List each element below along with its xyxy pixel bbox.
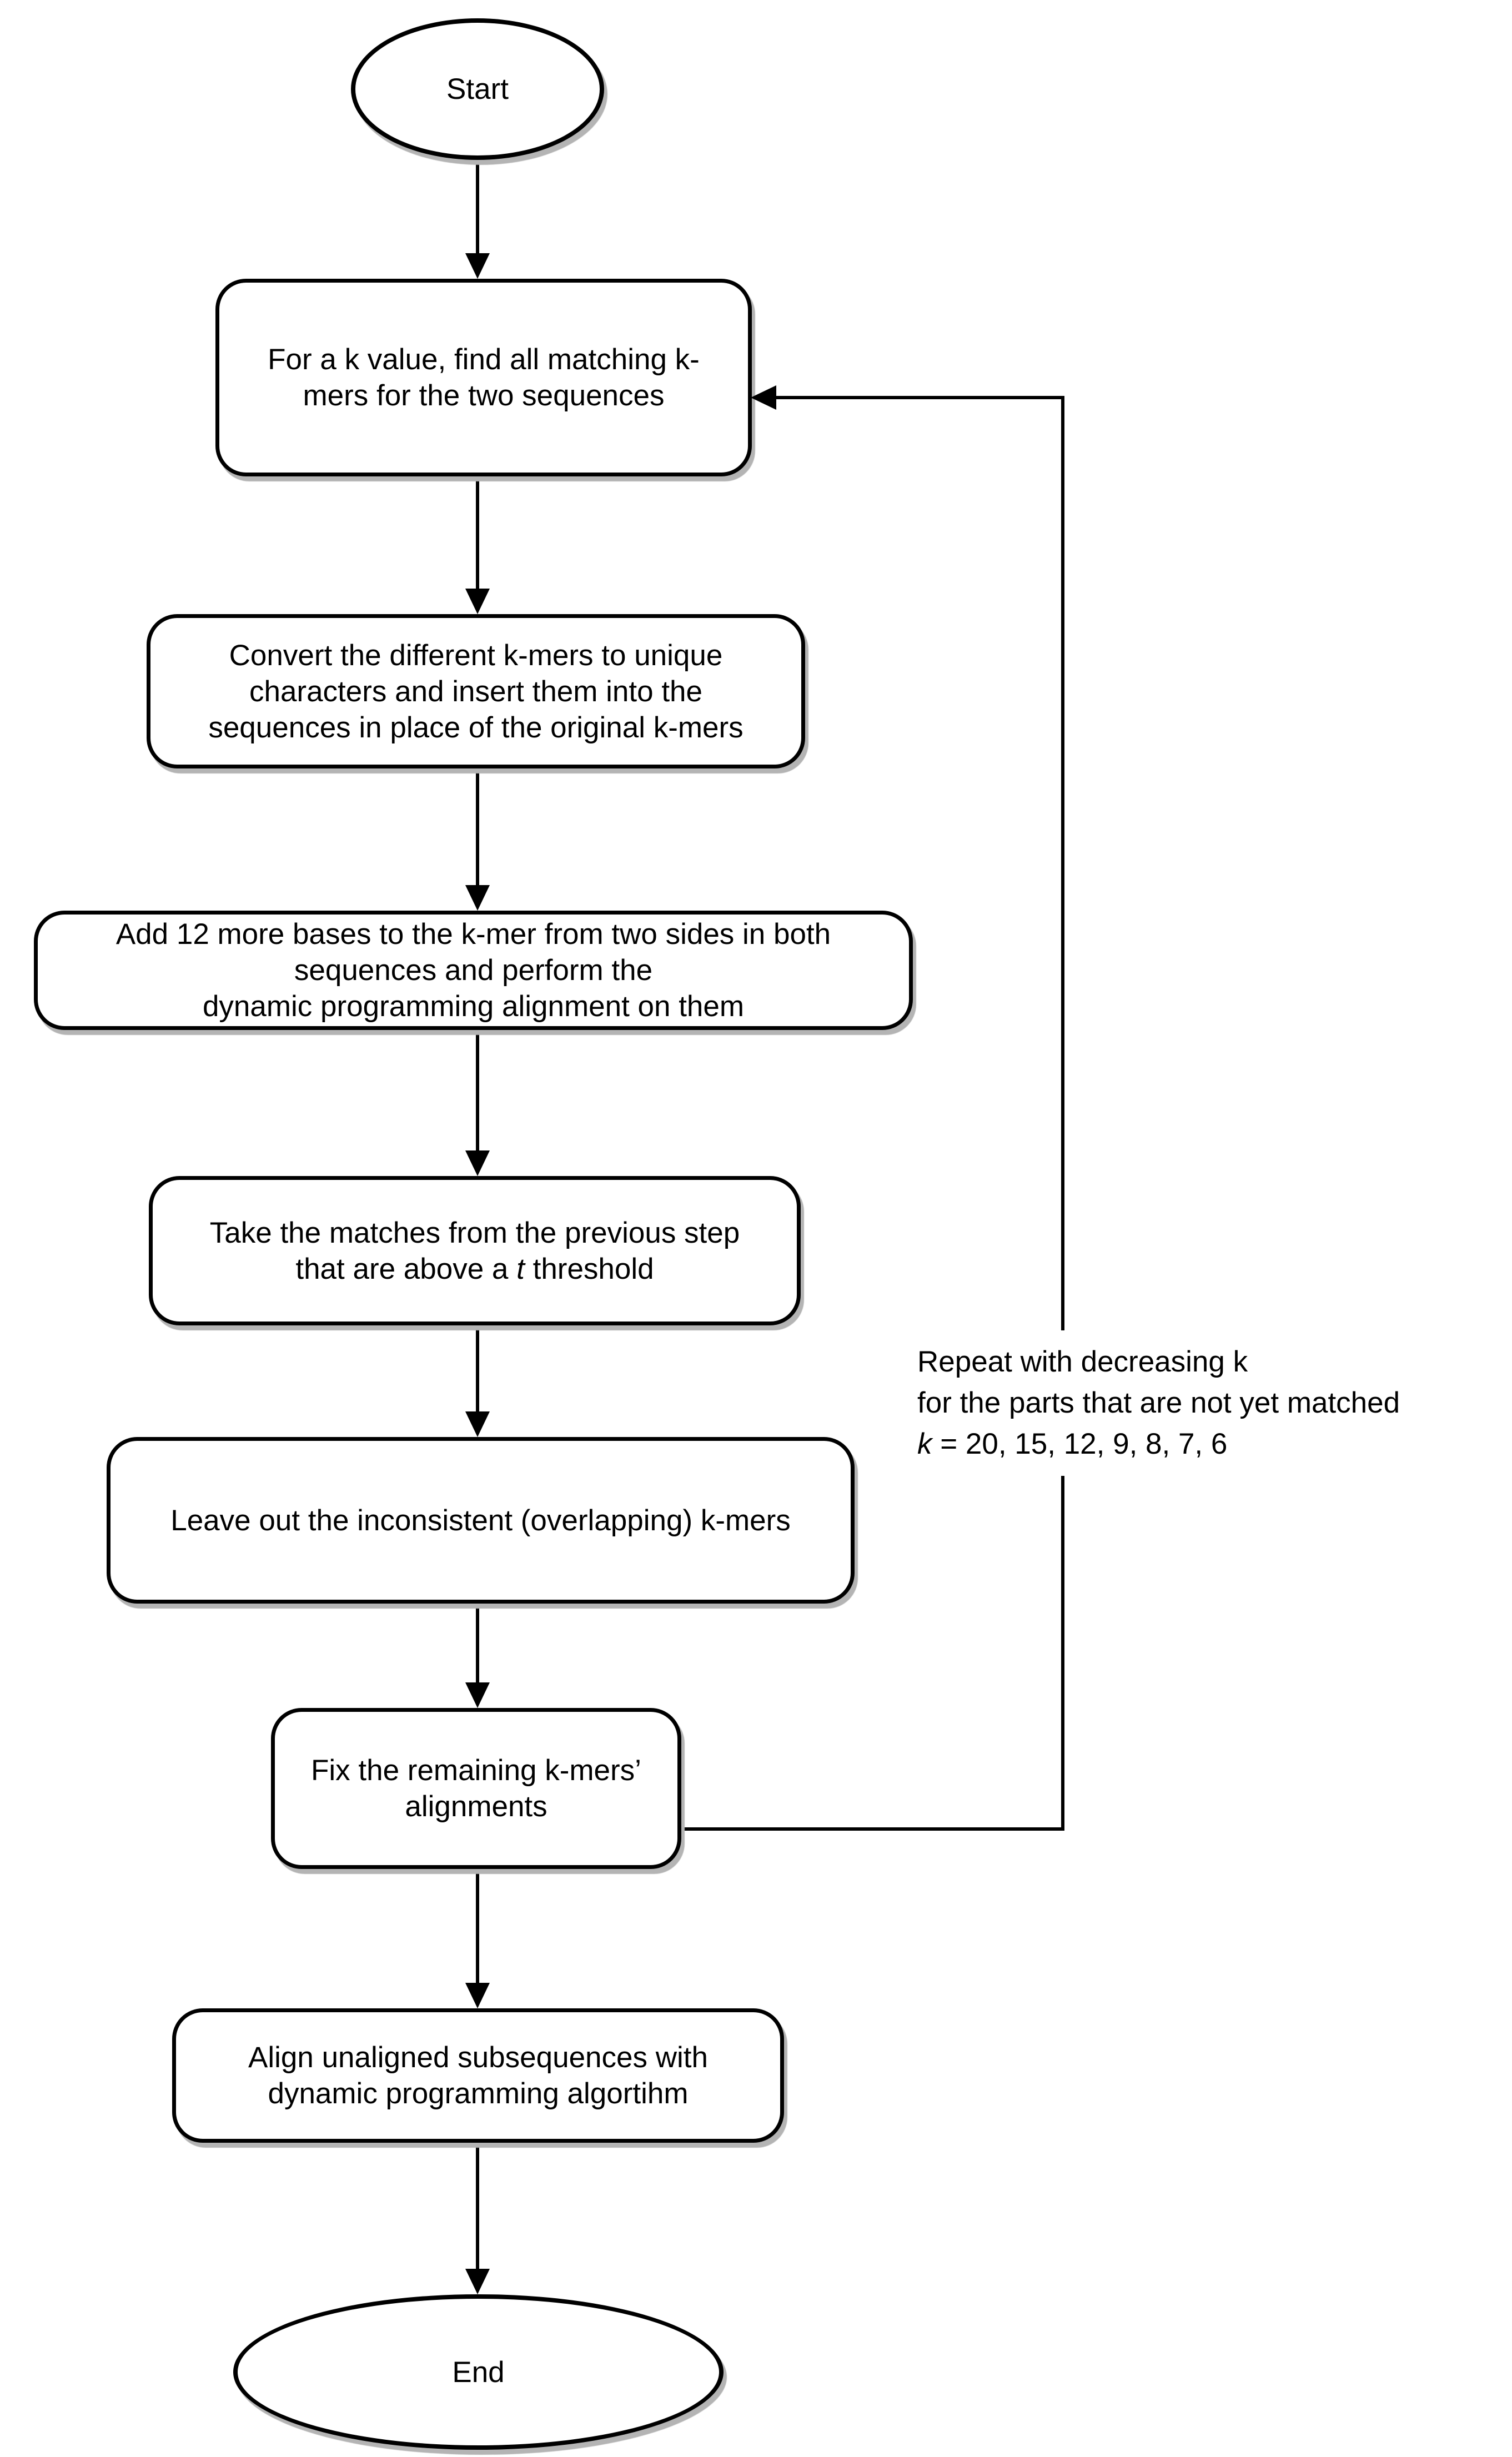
process-fix-remaining-kmer-alignments: Fix the remaining k-mers’ alignments	[271, 1708, 681, 1869]
process-text-line: alignments	[405, 1790, 547, 1823]
flow-edge-start-to-step1	[476, 160, 479, 257]
process-text-line: dynamic programming algortihm	[268, 2077, 689, 2110]
process-text-line: mers for the two sequences	[303, 379, 665, 412]
process-text-line: that are above a t threshold	[295, 1251, 654, 1287]
flow-edge-step6-to-step7	[476, 1869, 479, 1986]
flow-edge-step7-to-end	[476, 2143, 479, 2272]
arrowhead-into-step4	[465, 1150, 490, 1176]
arrowhead-into-step3	[465, 885, 490, 911]
process-text-line: Fix the remaining k-mers’	[311, 1754, 641, 1787]
process-text-line: sequences and perform the	[294, 954, 653, 987]
loop-edge-horizontal-bottom	[681, 1827, 1064, 1831]
loop-annotation: Repeat with decreasing k for the parts t…	[903, 1330, 1415, 1476]
k-values-list: = 20, 15, 12, 9, 8, 7, 6	[932, 1428, 1228, 1460]
process-text-line: Convert the different k-mers to unique	[229, 639, 723, 672]
loop-arrowhead-into-step1	[751, 385, 776, 410]
flow-edge-step2-to-step3	[476, 768, 479, 888]
arrowhead-into-step6	[465, 1682, 490, 1708]
loop-edge-vertical	[1061, 396, 1064, 1831]
arrowhead-into-step1	[465, 253, 490, 279]
loop-annotation-line: for the parts that are not yet matched	[917, 1386, 1400, 1419]
process-text-line: sequences in place of the original k-mer…	[208, 711, 744, 744]
process-text-line: For a k value, find all matching k-	[268, 343, 700, 376]
process-align-unaligned-subsequences: Align unaligned subsequences with dynami…	[172, 2008, 784, 2143]
threshold-variable: t	[516, 1252, 525, 1285]
process-text-line: Leave out the inconsistent (overlapping)…	[170, 1504, 791, 1537]
arrowhead-into-step5	[465, 1411, 490, 1437]
end-terminator: End	[233, 2294, 724, 2450]
flow-edge-step1-to-step2	[476, 476, 479, 592]
loop-edge-horizontal-top	[776, 396, 1064, 399]
flow-edge-step3-to-step4	[476, 1030, 479, 1154]
start-terminator: Start	[351, 18, 604, 160]
process-text-line: Align unaligned subsequences with	[248, 2041, 708, 2074]
process-find-matching-kmers: For a k value, find all matching k- mers…	[215, 279, 752, 476]
loop-annotation-line: Repeat with decreasing k	[917, 1345, 1248, 1378]
process-text-line: Add 12 more bases to the k-mer from two …	[115, 918, 831, 951]
process-text-line: dynamic programming alignment on them	[202, 990, 745, 1023]
k-variable: k	[917, 1428, 932, 1460]
arrowhead-into-end	[465, 2269, 490, 2294]
process-text-line: Take the matches from the previous step	[209, 1216, 740, 1249]
start-label: Start	[446, 73, 509, 105]
process-convert-kmers-to-unique-chars: Convert the different k-mers to unique c…	[147, 614, 805, 768]
process-text-line: characters and insert them into the	[249, 675, 703, 708]
process-text-segment: threshold	[524, 1252, 654, 1285]
loop-annotation-line: k = 20, 15, 12, 9, 8, 7, 6	[917, 1424, 1400, 1465]
arrowhead-into-step7	[465, 1983, 490, 2008]
process-leave-out-inconsistent-kmers: Leave out the inconsistent (overlapping)…	[107, 1437, 855, 1604]
flow-edge-step5-to-step6	[476, 1604, 479, 1686]
process-take-matches-above-threshold: Take the matches from the previous step …	[149, 1176, 801, 1325]
flow-edge-step4-to-step5	[476, 1325, 479, 1415]
arrowhead-into-step2	[465, 589, 490, 614]
process-text-segment: that are above a	[295, 1252, 517, 1285]
end-label: End	[452, 2355, 505, 2389]
process-add-bases-dp-alignment: Add 12 more bases to the k-mer from two …	[34, 911, 913, 1030]
